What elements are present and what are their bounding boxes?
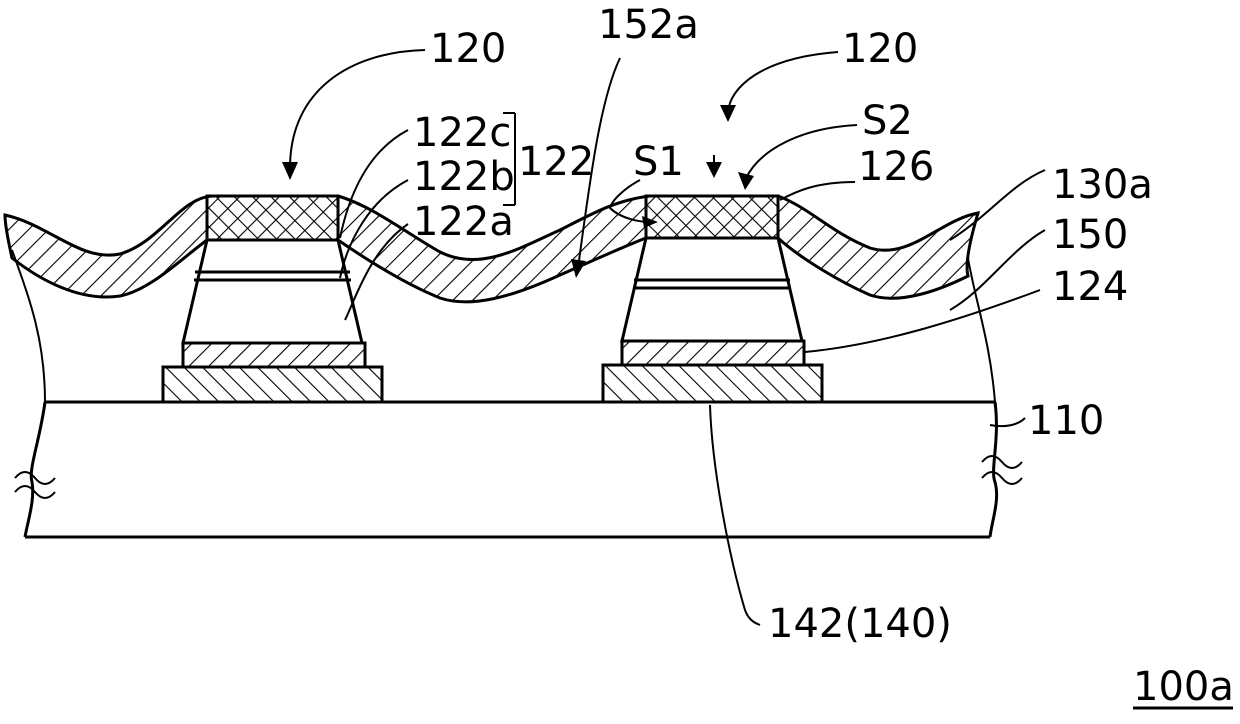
- layer-126-right: [646, 196, 778, 238]
- stack-122-left: [183, 240, 362, 343]
- label-124: 124: [1052, 264, 1128, 310]
- layer-124-left: [183, 343, 365, 367]
- label-120-left: 120: [430, 26, 506, 72]
- electrode-142-left: [163, 367, 382, 402]
- label-152a: 152a: [598, 2, 699, 48]
- stack-122-right: [622, 238, 802, 341]
- label-S1: S1: [633, 139, 684, 185]
- leader-lines: [282, 50, 1045, 625]
- label-150: 150: [1052, 212, 1128, 258]
- label-S2: S2: [862, 98, 913, 144]
- label-130a: 130a: [1052, 162, 1153, 208]
- electrode-142-right: [603, 365, 822, 402]
- label-122b: 122b: [413, 154, 515, 200]
- label-122c: 122c: [413, 110, 511, 156]
- label-110: 110: [1028, 398, 1104, 444]
- label-122a: 122a: [413, 199, 514, 245]
- label-126: 126: [858, 144, 934, 190]
- label-120-right: 120: [842, 26, 918, 72]
- layer-124-right: [622, 341, 804, 365]
- label-122: 122: [518, 139, 594, 185]
- substrate-110: [15, 402, 1022, 537]
- layer-126-left: [207, 196, 338, 240]
- figure-id: 100a: [1133, 664, 1234, 710]
- label-142-140: 142(140): [768, 601, 952, 647]
